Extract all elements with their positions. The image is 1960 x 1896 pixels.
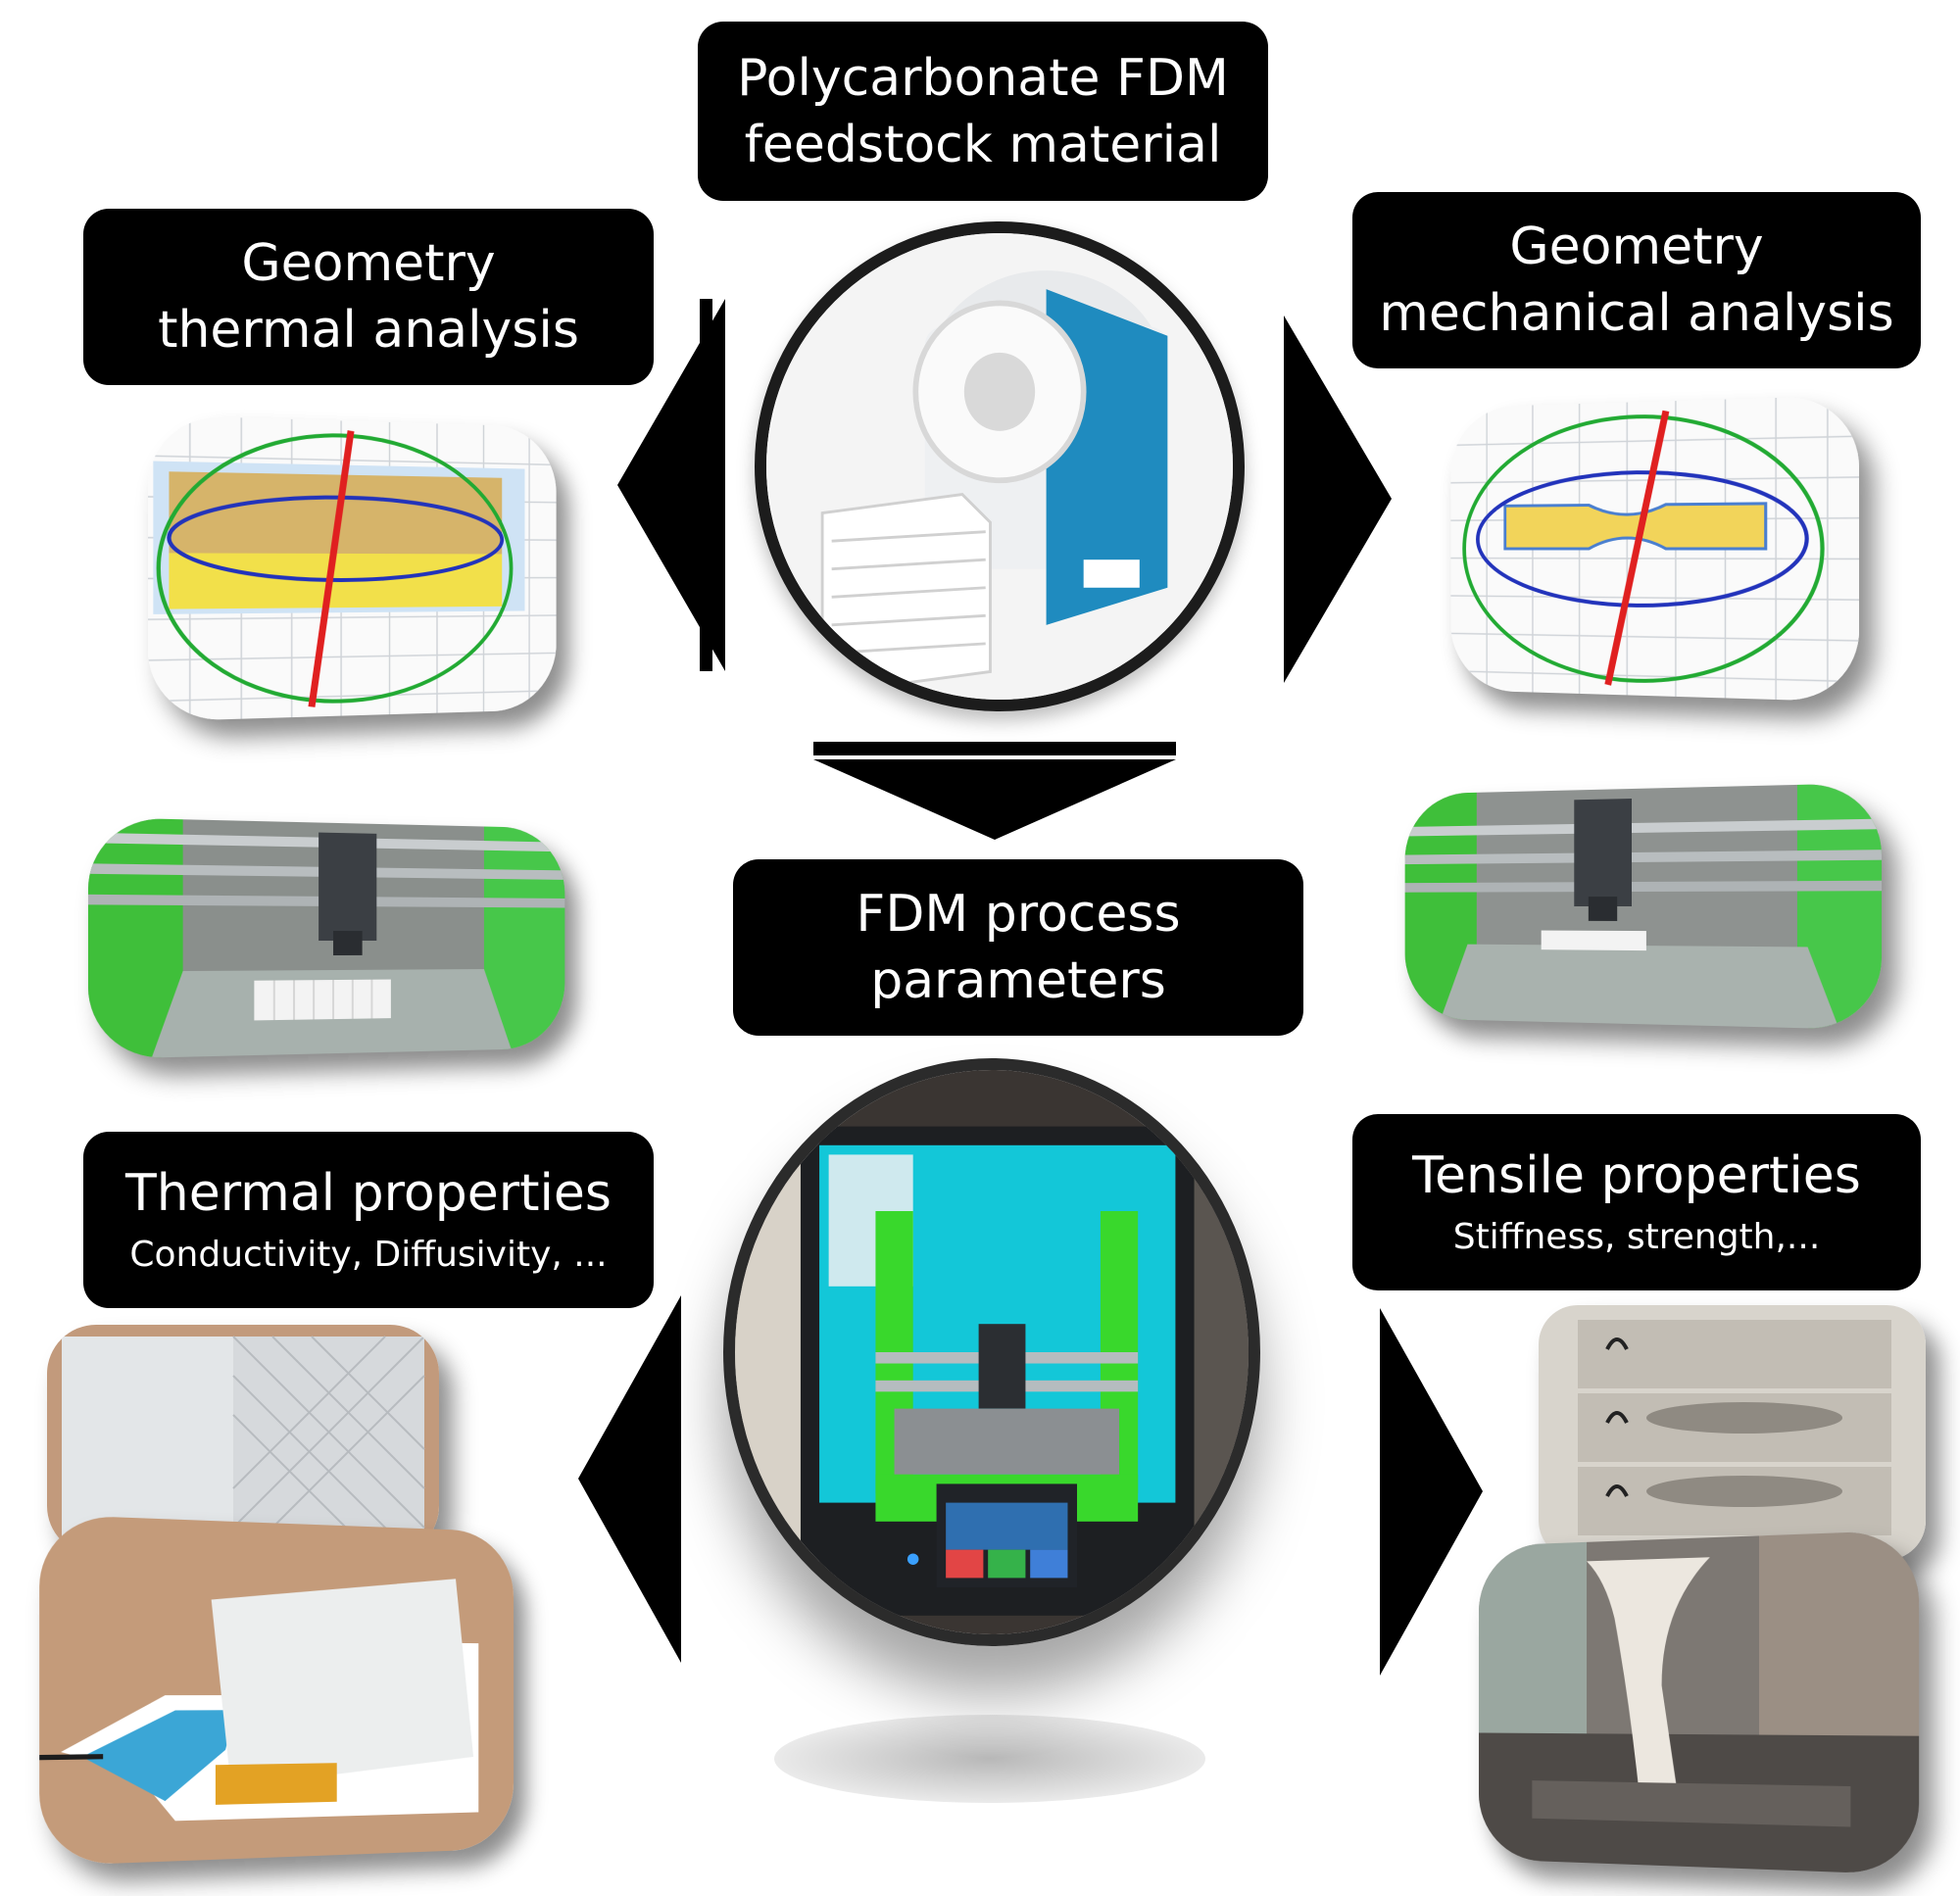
feedstock-label-line1: Polycarbonate FDM [737, 48, 1229, 108]
geometry-thermal-label-line2: thermal analysis [158, 301, 579, 360]
geometry-thermal-label: Geometry thermal analysis [83, 209, 654, 385]
orientation-axes-icon [147, 414, 557, 722]
printing-specimen-photo [1404, 782, 1883, 1031]
geometry-thermal-label-line1: Geometry [241, 234, 496, 293]
geometry-mechanical-label: Geometry mechanical analysis [1352, 192, 1921, 368]
thermal-properties-label: Thermal properties Conductivity, Diffusi… [83, 1132, 654, 1308]
process-parameters-label-line2: parameters [870, 951, 1166, 1010]
tensile-grip-photo [1478, 1530, 1920, 1875]
geometry-mechanical-label-line1: Geometry [1509, 218, 1764, 276]
geometry-thermal-orientation [147, 414, 557, 722]
thermal-test-photo [47, 1325, 439, 1555]
geometry-mechanical-orientation [1450, 395, 1860, 703]
printer-photo [723, 1058, 1260, 1646]
feedstock-label-line2: feedstock material [744, 115, 1222, 174]
3d-printer-icon [1404, 782, 1883, 1031]
arrow-left-bottom [578, 1295, 681, 1663]
arrow-right-top [1284, 316, 1392, 683]
tensile-properties-sub: Stiffness, strength,... [1452, 1217, 1821, 1257]
arrow-left-top [617, 299, 725, 671]
3d-printer-icon [87, 816, 565, 1060]
arrow-down-center [813, 742, 1176, 840]
geometry-mechanical-label-line2: mechanical analysis [1379, 284, 1894, 343]
feedstock-label: Polycarbonate FDM feedstock material [698, 22, 1268, 201]
printing-lattice-photo [87, 816, 565, 1060]
tensile-specimens-photo [1539, 1305, 1926, 1560]
process-parameters-label: FDM process parameters [733, 859, 1303, 1036]
orientation-axes-icon [1450, 395, 1860, 703]
3d-printer-icon [735, 1070, 1249, 1634]
filament-spool-icon [766, 233, 1233, 700]
printer-shadow [774, 1715, 1205, 1803]
arrow-right-bottom [1380, 1308, 1483, 1676]
thermal-properties-sub: Conductivity, Diffusivity, ... [129, 1235, 608, 1275]
thermal-sensor-photo [39, 1514, 514, 1867]
tensile-properties-label: Tensile properties Stiffness, strength,.… [1352, 1114, 1921, 1290]
thermal-properties-title: Thermal properties [124, 1164, 612, 1223]
tensile-properties-title: Tensile properties [1412, 1146, 1861, 1205]
filament-spool-photo [755, 221, 1245, 711]
process-parameters-label-line1: FDM process [856, 885, 1181, 944]
